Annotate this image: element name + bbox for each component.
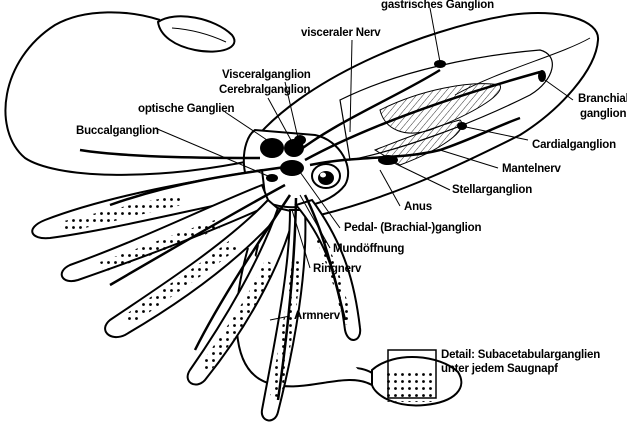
label-stellarganglion: Stellarganglion [452, 184, 533, 196]
label-anus: Anus [404, 201, 432, 213]
pedal-ganglion [280, 160, 304, 176]
gastric-ganglion [434, 60, 446, 68]
suckers [60, 195, 352, 398]
ganglia [260, 60, 546, 182]
optical-ganglion [260, 138, 284, 158]
label-pedalganglion: Pedal- (Brachial-)ganglion [344, 222, 482, 234]
label-buccalganglion: Buccalganglion [76, 125, 159, 137]
buccal-ganglion [266, 174, 278, 182]
label-optische-ganglien: optische Ganglien [138, 103, 235, 115]
label-detail-line1: Detail: Subacetabularganglien [441, 349, 601, 361]
label-detail-line2: unter jedem Saugnapf [441, 363, 558, 375]
label-cerebralganglion: Cerebralganglion [219, 84, 311, 96]
label-branchialganglion-2: ganglion [580, 108, 627, 120]
label-armnerv: Armnerv [294, 310, 340, 322]
label-ringnerv: Ringnerv [313, 263, 362, 275]
label-cardialganglion: Cardialganglion [532, 139, 616, 151]
label-mantelnerv: Mantelnerv [502, 163, 561, 175]
label-visceraler-nerv: visceraler Nerv [301, 27, 381, 39]
label-branchialganglion-1: Branchial- [578, 93, 627, 105]
branchial-ganglion [538, 70, 546, 82]
label-visceralganglion: Visceralganglion [222, 69, 311, 81]
label-gastrisches-ganglion: gastrisches Ganglion [381, 0, 494, 11]
label-mundoeffnung: Mundöffnung [333, 243, 405, 255]
detail-box [387, 349, 437, 399]
cardial-ganglion [457, 122, 467, 130]
visceral-ganglion [294, 135, 306, 145]
tentacle-upper [4, 11, 259, 176]
leader-lines [154, 7, 574, 321]
